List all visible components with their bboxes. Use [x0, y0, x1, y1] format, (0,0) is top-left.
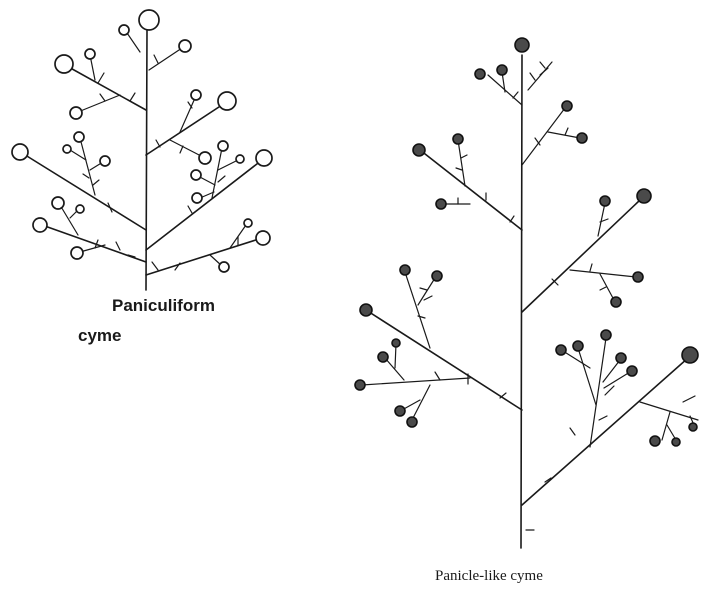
- paniculiform-cyme-diagram: [12, 10, 272, 290]
- flower: [672, 438, 680, 446]
- flower: [191, 90, 201, 100]
- main-axis: [521, 55, 522, 548]
- flower: [70, 107, 82, 119]
- flower: [650, 436, 660, 446]
- flower: [378, 352, 388, 362]
- flower: [219, 262, 229, 272]
- flower: [453, 134, 463, 144]
- flower: [637, 189, 651, 203]
- flower: [33, 218, 47, 232]
- flower: [85, 49, 95, 59]
- flower: [244, 219, 252, 227]
- flower: [432, 271, 442, 281]
- flower: [407, 417, 417, 427]
- flower: [627, 366, 637, 376]
- flower: [256, 150, 272, 166]
- flower: [192, 193, 202, 203]
- flower: [119, 25, 129, 35]
- flower: [360, 304, 372, 316]
- flower: [395, 406, 405, 416]
- flower: [74, 132, 84, 142]
- flower: [601, 330, 611, 340]
- flower: [63, 145, 71, 153]
- flower: [400, 265, 410, 275]
- flower: [71, 247, 83, 259]
- panicle-like-cyme-diagram: [355, 38, 698, 548]
- paniculiform-caption-line1: Paniculiform: [112, 296, 215, 316]
- flower: [100, 156, 110, 166]
- terminal-flower: [139, 10, 159, 30]
- flower: [392, 339, 400, 347]
- flower: [355, 380, 365, 390]
- flower: [12, 144, 28, 160]
- flower: [577, 133, 587, 143]
- flower: [52, 197, 64, 209]
- flower: [191, 170, 201, 180]
- flower: [256, 231, 270, 245]
- paniculiform-caption-line2: cyme: [78, 326, 121, 346]
- flower: [689, 423, 697, 431]
- flower: [682, 347, 698, 363]
- flower: [199, 152, 211, 164]
- flower: [611, 297, 621, 307]
- flower: [218, 92, 236, 110]
- flower: [556, 345, 566, 355]
- flower: [633, 272, 643, 282]
- flower: [600, 196, 610, 206]
- flower: [475, 69, 485, 79]
- terminal-flower: [515, 38, 529, 52]
- flower: [236, 155, 244, 163]
- flower: [573, 341, 583, 351]
- flower: [497, 65, 507, 75]
- flower: [179, 40, 191, 52]
- flower: [218, 141, 228, 151]
- panicle-like-caption: Panicle-like cyme: [435, 568, 543, 585]
- flower: [562, 101, 572, 111]
- flower: [436, 199, 446, 209]
- flower: [413, 144, 425, 156]
- flower: [76, 205, 84, 213]
- flower: [55, 55, 73, 73]
- flower: [616, 353, 626, 363]
